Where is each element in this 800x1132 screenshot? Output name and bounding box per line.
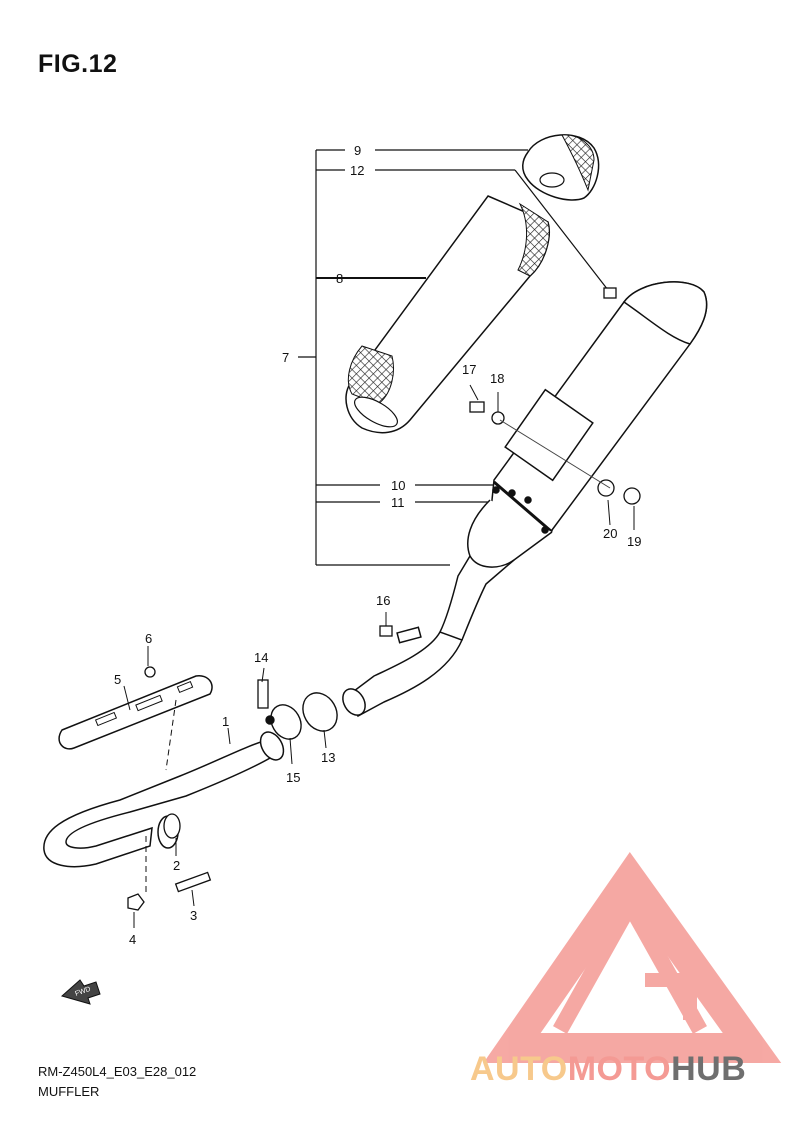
clamps	[265, 692, 338, 740]
heat-shield	[58, 666, 213, 750]
callout-5: 5	[114, 672, 121, 687]
fasteners	[127, 287, 641, 911]
end-cap	[522, 134, 600, 201]
callout-16: 16	[376, 593, 390, 608]
header-pipe	[43, 731, 285, 868]
callout-10: 10	[391, 478, 405, 493]
fwd-arrow: FWD	[60, 979, 101, 1005]
callout-8: 8	[336, 271, 343, 286]
leader-lines	[123, 384, 635, 928]
callout-labels: 1 2 3 4 5 6 7 8 9 10 11 12 13 14 15 16 1…	[114, 143, 641, 947]
callout-6: 6	[145, 631, 152, 646]
callout-14: 14	[254, 650, 268, 665]
callout-13: 13	[321, 750, 335, 765]
callout-2: 2	[173, 858, 180, 873]
mid-pipe	[342, 626, 464, 718]
model-code: RM-Z450L4_E03_E28_012	[38, 1064, 197, 1079]
section-name: MUFFLER	[38, 1084, 100, 1099]
callout-11: 11	[391, 495, 405, 510]
watermark-auto: AUTO	[470, 1050, 568, 1088]
callout-19: 19	[627, 534, 641, 549]
callout-15: 15	[286, 770, 300, 785]
muffler-assembly	[439, 281, 708, 641]
callout-20: 20	[603, 526, 617, 541]
callout-1: 1	[222, 714, 229, 729]
callout-17: 17	[462, 362, 476, 377]
watermark-logo	[483, 851, 782, 1063]
callout-9: 9	[354, 143, 361, 158]
callout-7: 7	[282, 350, 289, 365]
callout-4: 4	[129, 932, 136, 947]
silencer-body	[345, 195, 550, 434]
watermark-hub: HUB	[671, 1050, 747, 1088]
callout-18: 18	[490, 371, 504, 386]
watermark-moto: MOTO	[567, 1050, 672, 1088]
group-bracket	[298, 149, 609, 566]
callout-12: 12	[350, 163, 364, 178]
watermark-wordmark: AUTOMOTOHUB	[470, 1050, 746, 1089]
figure-title: FIG.12	[38, 50, 118, 78]
callout-3: 3	[190, 908, 197, 923]
